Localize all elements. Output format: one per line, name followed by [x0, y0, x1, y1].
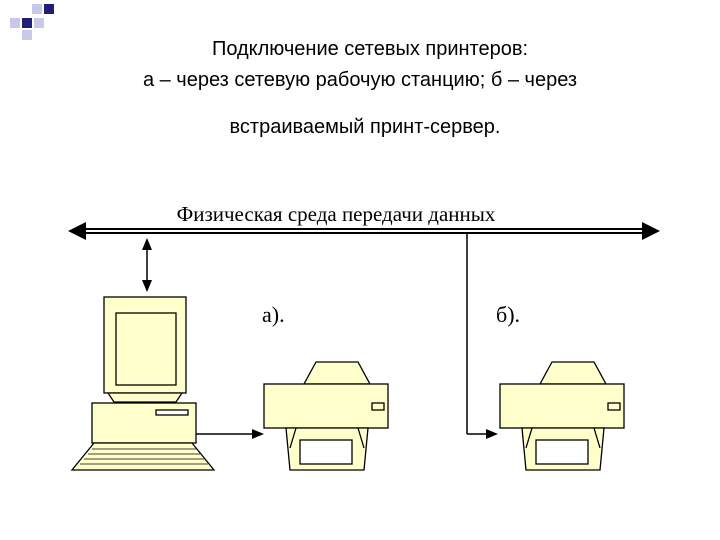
- bus-arrow-right: [642, 222, 660, 240]
- bus-arrow-left: [68, 222, 86, 240]
- caption-line-2: а – через сетевую рабочую станцию; б – ч…: [142, 69, 578, 91]
- corner-square: [10, 18, 20, 28]
- corner-square: [22, 18, 32, 28]
- corner-square: [44, 4, 54, 14]
- caption-line-1: Подключение сетевых принтеров:: [211, 38, 529, 60]
- bus-to-printer-b-arrow: [466, 233, 498, 439]
- network-bus: [68, 222, 660, 240]
- corner-square: [22, 30, 32, 40]
- label-b: б).: [496, 302, 520, 327]
- label-a: а).: [262, 302, 285, 327]
- workstation-to-printer-arrow: [196, 429, 264, 439]
- printer-a: [263, 361, 389, 471]
- printer-b: [499, 361, 625, 471]
- caption-line-3: встраиваемый принт-сервер.: [229, 116, 501, 138]
- workstation-computer: [70, 296, 216, 471]
- corner-decoration: [0, 0, 60, 50]
- corner-square: [34, 18, 44, 28]
- corner-square: [32, 4, 42, 14]
- workstation-link-arrow: [142, 238, 152, 292]
- bus-label: Физическая среда передачи данных: [177, 202, 496, 226]
